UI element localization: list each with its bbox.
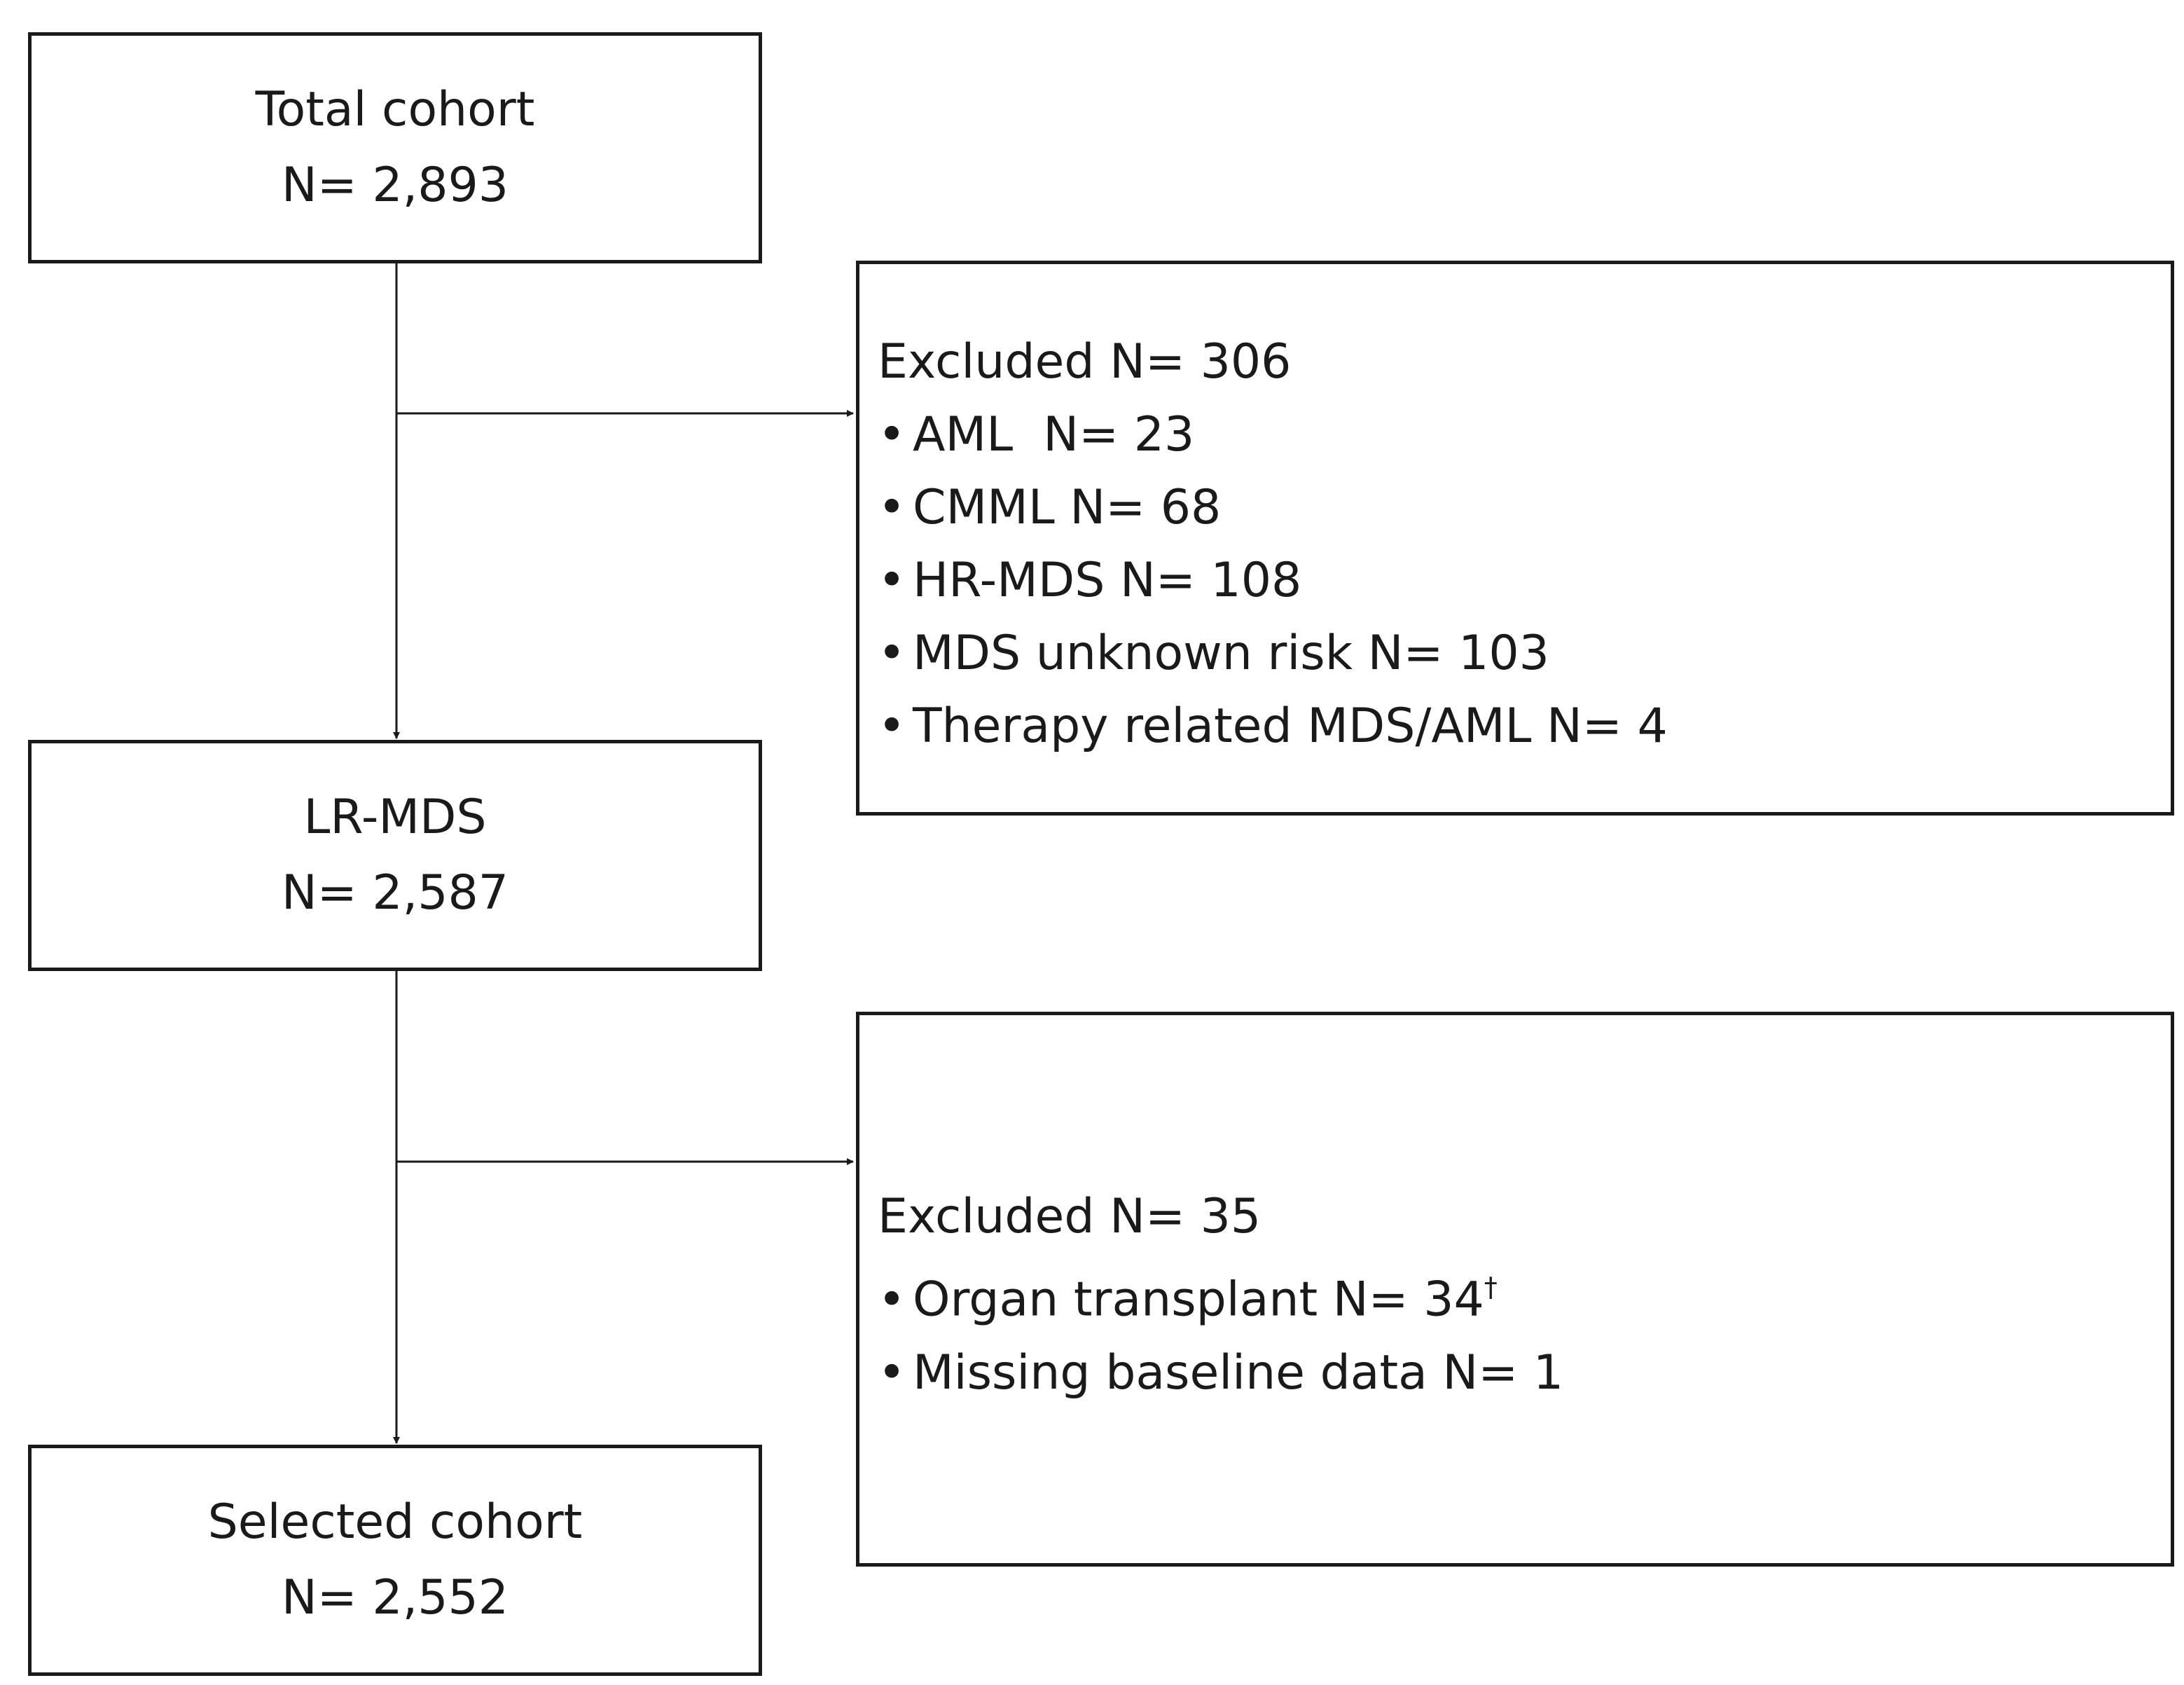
- exclusion-item: •CMML N= 68: [878, 472, 1668, 544]
- bullet-icon: •: [878, 1344, 906, 1401]
- exclusion-item-text: Organ transplant N= 34: [913, 1272, 1484, 1328]
- exclusion-item-text: Missing baseline data N= 1: [913, 1344, 1564, 1401]
- exclusion-item-text: Therapy related MDS/AML N= 4: [913, 699, 1668, 754]
- exclusion-header-2: Excluded N= 35: [878, 1189, 1262, 1244]
- exclusion-item-text: MDS unknown risk N= 103: [913, 626, 1549, 681]
- exclusion-item-text: HR-MDS N= 108: [913, 553, 1302, 608]
- bullet-icon: •: [878, 407, 906, 462]
- bullet-icon: •: [878, 480, 906, 535]
- exclusion-item: •HR-MDS N= 108: [878, 544, 1668, 617]
- exclusion-item: •Organ transplant N= 34†: [878, 1253, 1563, 1337]
- bullet-icon: •: [878, 626, 906, 681]
- exclusion-item: •Missing baseline data N= 1: [878, 1337, 1563, 1410]
- exclusion-box-1: Excluded N= 306 •AML N= 23 •CMML N= 68 •…: [856, 261, 2174, 816]
- exclusion-item: •AML N= 23: [878, 399, 1668, 472]
- dagger-footnote-mark: †: [1484, 1272, 1498, 1302]
- exclusion-list-2: Excluded N= 35 •Organ transplant N= 34† …: [878, 1181, 1563, 1410]
- exclusion-item: •Therapy related MDS/AML N= 4: [878, 690, 1668, 763]
- lr-mds-box: LR-MDS N= 2,587: [28, 740, 762, 971]
- lr-mds-count: N= 2,587: [281, 865, 509, 921]
- exclusion-header-1: Excluded N= 306: [878, 334, 1292, 390]
- bullet-icon: •: [878, 553, 906, 608]
- bullet-icon: •: [878, 699, 906, 754]
- lr-mds-title: LR-MDS: [303, 790, 487, 845]
- exclusion-item: •MDS unknown risk N= 103: [878, 617, 1668, 690]
- total-cohort-title: Total cohort: [255, 82, 535, 137]
- exclusion-box-2: Excluded N= 35 •Organ transplant N= 34† …: [856, 1012, 2174, 1567]
- total-cohort-box: Total cohort N= 2,893: [28, 32, 762, 263]
- exclusion-item-text: CMML N= 68: [913, 480, 1222, 535]
- selected-cohort-count: N= 2,552: [281, 1570, 509, 1625]
- exclusion-list-1: Excluded N= 306 •AML N= 23 •CMML N= 68 •…: [878, 326, 1668, 763]
- bullet-icon: •: [878, 1272, 906, 1328]
- selected-cohort-title: Selected cohort: [207, 1494, 583, 1550]
- total-cohort-count: N= 2,893: [281, 158, 509, 213]
- selected-cohort-box: Selected cohort N= 2,552: [28, 1445, 762, 1676]
- exclusion-item-text: AML N= 23: [913, 407, 1195, 462]
